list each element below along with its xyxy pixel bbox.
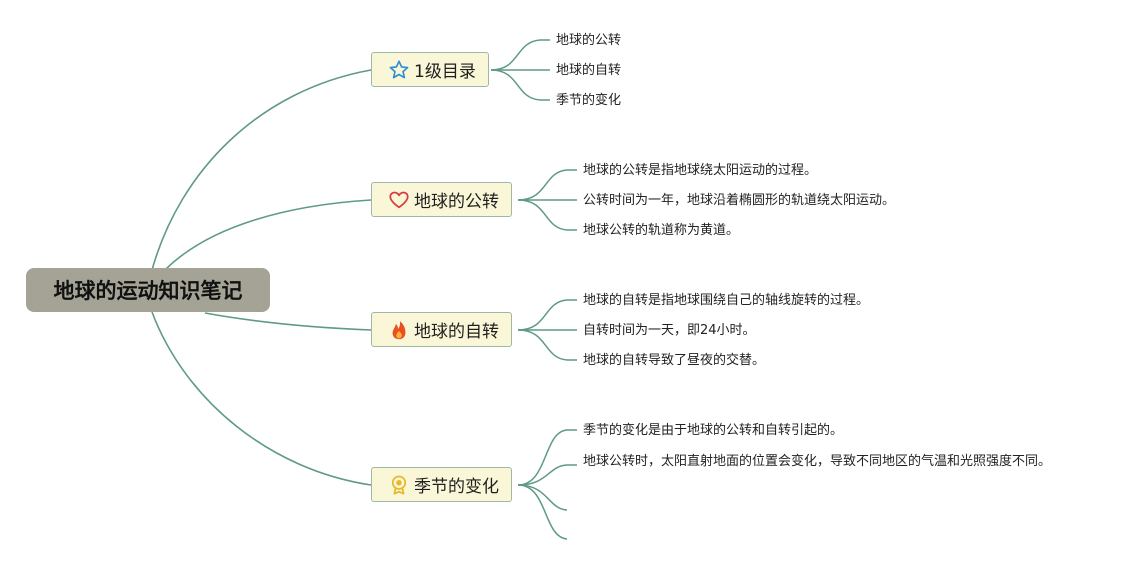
branch-topic-4[interactable]: 季节的变化	[371, 467, 512, 502]
root-topic[interactable]: 地球的运动知识笔记	[26, 268, 270, 312]
connector-b1-leaf-1	[490, 39, 550, 71]
branch-topic-1[interactable]: 1级目录	[371, 52, 489, 87]
award-icon	[388, 474, 410, 496]
connector-b4-leaf-1	[517, 429, 577, 486]
subtopic-item[interactable]: 地球的公转是指地球绕太阳运动的过程。	[583, 163, 818, 178]
connector-root-branch-2	[164, 199, 372, 271]
connector-b2-leaf-1	[517, 169, 577, 201]
branch-topic-label: 1级目录	[414, 62, 476, 82]
connector-root-branch-4	[151, 311, 372, 486]
connector-root-branch-3	[204, 312, 372, 331]
connector-root-branch-1	[151, 69, 372, 271]
subtopic-item[interactable]: 地球的公转	[556, 33, 622, 48]
connector-b2-leaf-3	[517, 199, 577, 231]
root-topic-label: 地球的运动知识笔记	[53, 279, 243, 303]
branch-topic-label: 地球的公转	[414, 192, 499, 212]
connector-b3-leaf-3	[517, 329, 577, 361]
connector-b3-leaf-1	[517, 299, 577, 331]
subtopic-item[interactable]: 地球公转时，太阳直射地面的位置会变化，导致不同地区的气温和光照强度不同。	[583, 454, 1052, 469]
subtopic-item[interactable]: 地球的自转是指地球围绕自己的轴线旋转的过程。	[583, 293, 870, 308]
connector-b4-leaf-4	[517, 484, 568, 540]
heart-icon	[388, 189, 410, 211]
subtopic-item[interactable]: 季节的变化是由于地球的公转和自转引起的。	[583, 423, 844, 438]
subtopic-item[interactable]: 季节的变化	[556, 93, 622, 108]
connector-b1-leaf-3	[490, 69, 550, 101]
star-icon	[388, 59, 410, 81]
subtopic-item[interactable]: 地球的自转导致了昼夜的交替。	[583, 353, 766, 368]
subtopic-item[interactable]: 地球的自转	[556, 63, 622, 78]
connector-b4-leaf-2	[517, 464, 577, 486]
branch-topic-3[interactable]: 地球的自转	[371, 312, 512, 347]
subtopic-item[interactable]: 自转时间为一天，即24小时。	[583, 323, 756, 338]
branch-topic-label: 季节的变化	[414, 477, 499, 497]
branch-topic-2[interactable]: 地球的公转	[371, 182, 512, 217]
subtopic-item[interactable]: 地球公转的轨道称为黄道。	[583, 223, 740, 238]
fire-icon	[388, 319, 410, 341]
subtopic-item[interactable]: 公转时间为一年，地球沿着椭圆形的轨道绕太阳运动。	[583, 193, 896, 208]
branch-topic-label: 地球的自转	[414, 322, 499, 342]
